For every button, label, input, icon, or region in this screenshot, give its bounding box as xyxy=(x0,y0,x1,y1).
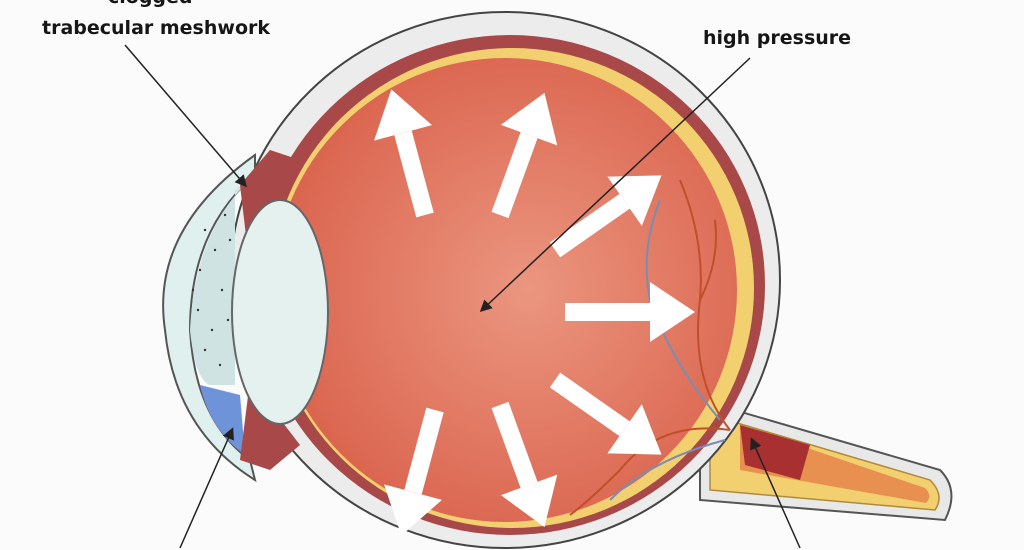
pressure-arrow xyxy=(384,407,444,536)
label-trabecular-meshwork: trabecular meshwork xyxy=(42,17,270,39)
vitreous-body xyxy=(273,58,737,522)
pressure-arrow xyxy=(491,92,558,219)
label-clogged: clogged xyxy=(108,0,193,8)
retinal-vessels xyxy=(569,179,731,516)
lens xyxy=(231,199,329,425)
optic-nerve xyxy=(699,398,953,522)
clog-particles xyxy=(191,213,232,367)
leader-aqueous xyxy=(179,427,234,549)
leader-optic-nerve xyxy=(750,437,801,549)
cornea xyxy=(162,153,257,483)
pressure-arrow xyxy=(549,175,662,258)
pressure-arrow xyxy=(491,401,558,528)
leader-high-pressure xyxy=(479,57,751,313)
pressure-arrow xyxy=(549,372,662,455)
pressure-arrow xyxy=(565,282,695,342)
pressure-arrow xyxy=(374,89,434,218)
leader-trabecular xyxy=(124,44,247,188)
label-high-pressure: high pressure xyxy=(703,27,852,49)
pressure-arrows xyxy=(374,89,695,536)
